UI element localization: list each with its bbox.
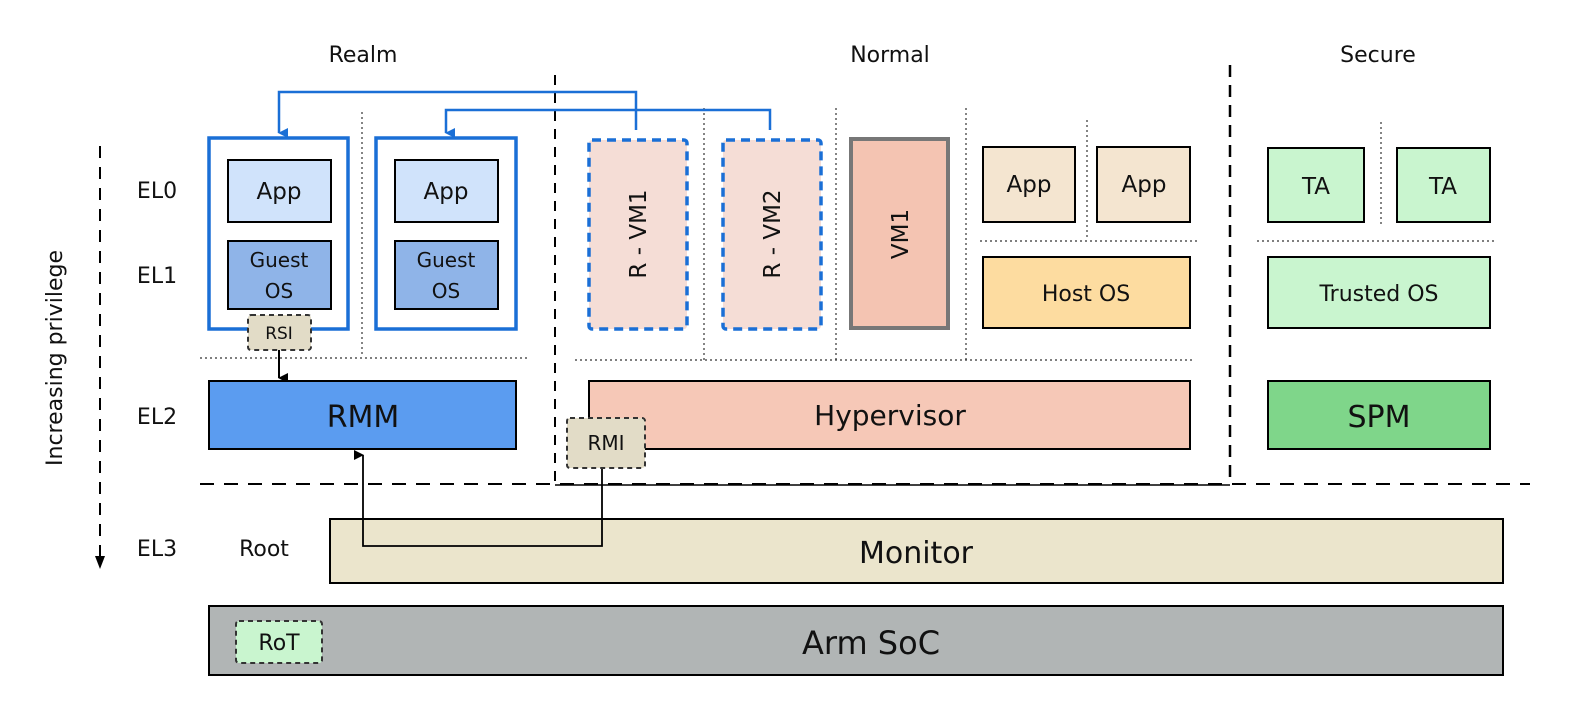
spm-label: SPM bbox=[1347, 400, 1410, 435]
monitor-label: Monitor bbox=[859, 536, 974, 571]
ta-2-label: TA bbox=[1428, 174, 1457, 200]
el1-label: EL1 bbox=[137, 264, 177, 289]
realm-vm-a: App Guest OS bbox=[207, 136, 350, 331]
privilege-axis: Increasing privilege bbox=[43, 146, 105, 569]
el3-label: EL3 bbox=[137, 537, 177, 562]
trusted-os-box bbox=[1267, 256, 1491, 329]
monitor-box bbox=[329, 518, 1504, 584]
vm1-label: VM1 bbox=[888, 209, 914, 259]
realm-vm-b-guest-os-line1: Guest bbox=[417, 248, 476, 272]
rsi-label: RSI bbox=[265, 324, 293, 344]
vm1-box bbox=[849, 137, 950, 330]
realm-vm-a-guest-os-line2: OS bbox=[265, 279, 293, 303]
rvm1-to-realm-vm-a-arrow bbox=[277, 90, 638, 138]
rot-box bbox=[235, 620, 323, 664]
rvm2-to-realm-vm-b-arrow bbox=[444, 108, 772, 138]
normal-world-title: Normal bbox=[850, 43, 930, 68]
rvm1-box bbox=[587, 138, 689, 331]
normal-app-2 bbox=[1096, 146, 1191, 223]
realm-vm-b-guest-os bbox=[394, 240, 499, 310]
realm-vm-a-guest-os bbox=[227, 240, 332, 310]
normal-app-1 bbox=[982, 146, 1076, 223]
host-os-box bbox=[982, 256, 1191, 329]
realm-vm-a-app-label: App bbox=[257, 179, 302, 205]
rmi-label: RMI bbox=[587, 431, 624, 455]
trusted-os-label: Trusted OS bbox=[1318, 282, 1438, 307]
realm-vm-a-guest-os-line1: Guest bbox=[250, 248, 309, 272]
rvm2-label: R - VM2 bbox=[760, 189, 786, 278]
rmm-box bbox=[208, 380, 517, 450]
realm-vm-b-guest-os-line2: OS bbox=[432, 279, 460, 303]
normal-app-2-label: App bbox=[1122, 172, 1167, 198]
rmi-path bbox=[354, 450, 603, 547]
normal-app-1-label: App bbox=[1007, 172, 1052, 198]
host-os-label: Host OS bbox=[1042, 282, 1130, 307]
ta-1-box bbox=[1267, 147, 1365, 223]
ta-1-label: TA bbox=[1301, 174, 1330, 200]
rmi-interface: RMI bbox=[566, 417, 646, 469]
realm-vm-b-app-label: App bbox=[424, 179, 469, 205]
privilege-arrowhead-icon bbox=[95, 556, 105, 569]
privilege-axis-label: Increasing privilege bbox=[43, 250, 68, 466]
hypervisor-box bbox=[588, 380, 1191, 450]
rmm-label: RMM bbox=[327, 400, 400, 435]
soc-label: Arm SoC bbox=[802, 624, 940, 662]
el0-label: EL0 bbox=[137, 179, 177, 204]
realm-vm-a-app bbox=[227, 159, 332, 223]
rvm1-label: R - VM1 bbox=[626, 189, 652, 278]
realm-vm-b: App Guest OS bbox=[374, 136, 518, 331]
spm-box bbox=[1267, 380, 1491, 450]
rvm2-box bbox=[721, 138, 823, 331]
realm-vm-b-app bbox=[394, 159, 499, 223]
ta-2-box bbox=[1396, 147, 1491, 223]
el2-label: EL2 bbox=[137, 405, 177, 430]
root-world-label: Root bbox=[239, 537, 289, 562]
realm-world-title: Realm bbox=[329, 43, 398, 68]
secure-world-title: Secure bbox=[1340, 43, 1416, 68]
soc-box bbox=[208, 605, 1504, 676]
rsi-interface: RSI bbox=[247, 314, 312, 383]
hypervisor-label: Hypervisor bbox=[814, 399, 966, 432]
rot-label: RoT bbox=[258, 631, 300, 656]
